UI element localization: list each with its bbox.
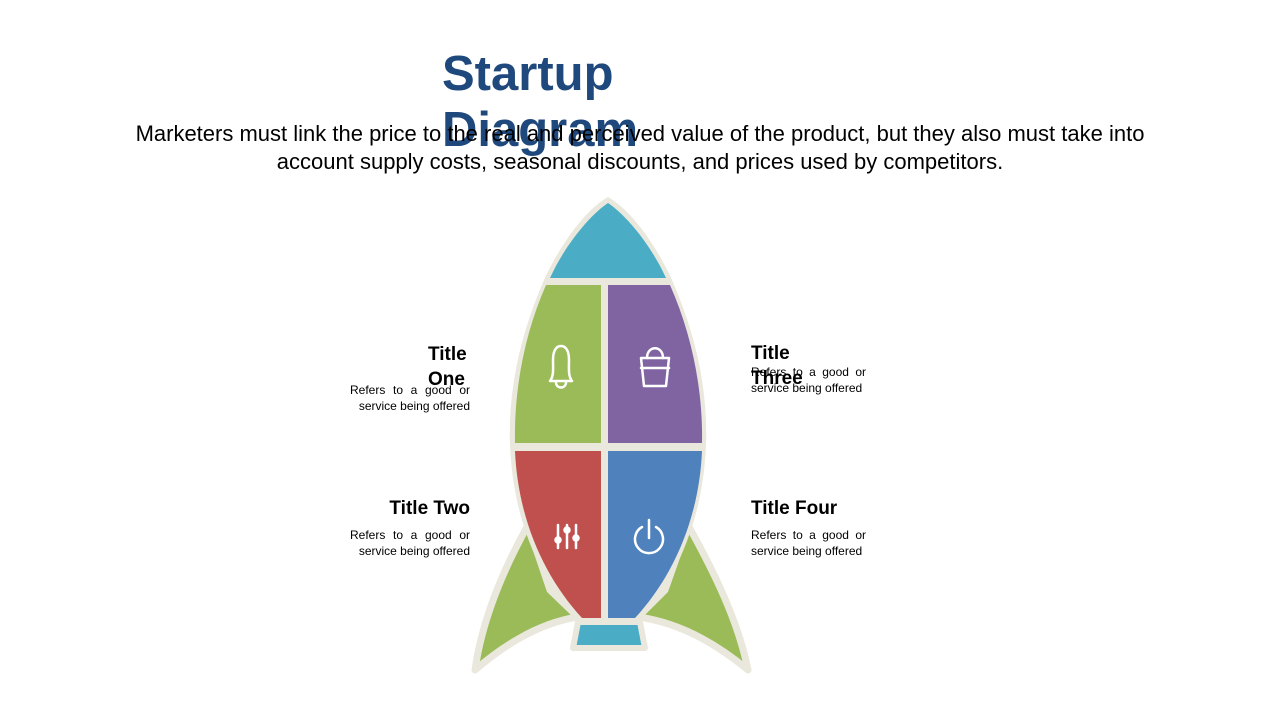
item-text-two: Refers to a good or service being offere…: [350, 528, 470, 558]
rocket-segment-one: [514, 285, 601, 443]
power-icon: [633, 518, 665, 555]
rocket-nose: [550, 203, 666, 278]
page-title: Startup Diagram: [442, 47, 639, 157]
item-text-four: Refers to a good or service being offere…: [751, 528, 866, 558]
sliders-icon: [554, 523, 580, 550]
item-title-four: Title Four: [751, 498, 838, 519]
item-text-one: Refers to a good or service being offere…: [350, 383, 470, 413]
page-description: Marketers must link the price to the rea…: [135, 121, 1145, 174]
item-title-two: Title Two: [389, 498, 470, 519]
item-text-three: Refers to a good or service being offere…: [751, 365, 866, 395]
bell-icon: [548, 344, 574, 389]
item-title-four-block: Title Four Refers to a good or service b…: [751, 496, 866, 559]
bag-icon: [639, 347, 671, 388]
item-title-three: Title Three: [751, 343, 803, 389]
item-title-one-block: Title One Refers to a good or service be…: [350, 342, 470, 414]
rocket-right-fin: [634, 521, 752, 674]
item-title-three-block: Title Three Refers to a good or service …: [751, 341, 866, 396]
item-title-two-block: Title Two Refers to a good or service be…: [350, 496, 470, 559]
rocket-segment-three: [608, 285, 703, 443]
rocket-segment-four: [608, 451, 702, 618]
rocket-nozzle: [570, 619, 648, 651]
item-title-one: Title One: [428, 344, 467, 390]
rocket-left-fin: [471, 521, 582, 674]
